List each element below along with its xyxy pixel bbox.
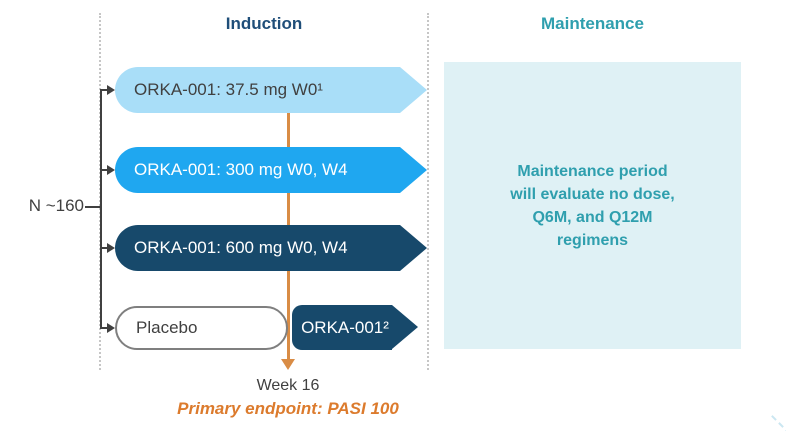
arrow-tip-icon — [400, 225, 427, 271]
arrow-tip-icon — [400, 147, 427, 193]
induction-header: Induction — [225, 14, 303, 33]
arm-label: ORKA-001: 37.5 mg W0¹ — [115, 67, 400, 113]
arm-label: ORKA-001: 300 mg W0, W4 — [115, 147, 400, 193]
branch-stub — [100, 169, 108, 171]
sample-size-label: N ~160 — [28, 196, 84, 215]
corner-decoration — [771, 415, 786, 431]
week16-arrowhead-icon — [281, 359, 295, 370]
branch-arrowhead-icon — [107, 243, 115, 253]
branch-arrowhead-icon — [107, 85, 115, 95]
branch-arrowhead-icon — [107, 323, 115, 333]
branch-arrowhead-icon — [107, 165, 115, 175]
induction-end-divider — [427, 13, 429, 370]
maintenance-note: Maintenance period will evaluate no dose… — [510, 162, 675, 249]
arm-label: Placebo — [136, 318, 198, 337]
branch-stub — [100, 89, 108, 91]
arm-orka001-600mg: ORKA-001: 600 mg W0, W4 — [115, 225, 427, 271]
week16-label: Week 16 — [256, 377, 320, 394]
maintenance-period-box: Maintenance period will evaluate no dose… — [444, 62, 741, 349]
primary-endpoint-label: Primary endpoint: PASI 100 — [177, 399, 399, 418]
arm-placebo: Placebo — [115, 306, 288, 350]
branch-stub — [100, 247, 108, 249]
arm-placebo-crossover-orka001: ORKA-001² — [292, 305, 418, 350]
branch-stub — [100, 327, 108, 329]
randomization-branch-line — [100, 89, 102, 329]
arm-label: ORKA-001² — [292, 305, 392, 350]
maintenance-header: Maintenance — [541, 14, 644, 33]
sample-size-connector — [85, 206, 101, 208]
arm-orka001-37-5mg: ORKA-001: 37.5 mg W0¹ — [115, 67, 427, 113]
arrow-tip-icon — [392, 305, 418, 349]
arm-label: ORKA-001: 600 mg W0, W4 — [115, 225, 400, 271]
arm-orka001-300mg: ORKA-001: 300 mg W0, W4 — [115, 147, 427, 193]
arrow-tip-icon — [400, 67, 427, 113]
